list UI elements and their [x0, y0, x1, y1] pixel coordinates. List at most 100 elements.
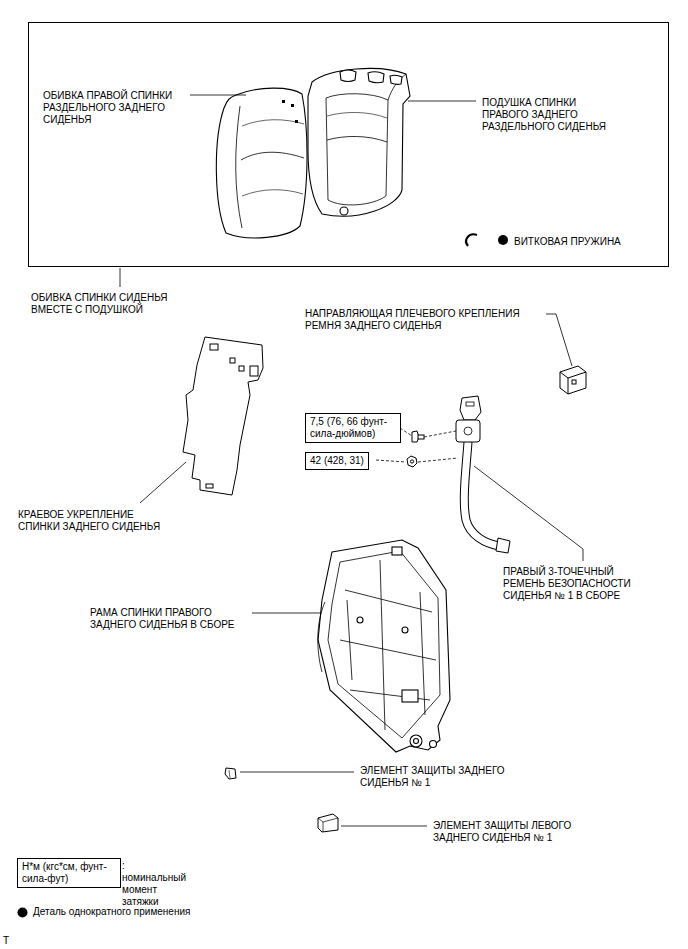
torque-box: 42 (428, 31) [305, 452, 369, 470]
seat-back-pad [308, 68, 410, 216]
seat-frame-part [414, 739, 419, 744]
seat-protector [225, 768, 338, 832]
seat-back-cover-part [295, 120, 298, 123]
seat-back-cover-part [242, 120, 304, 126]
torque-leader-part [400, 428, 412, 436]
edge-reinforcement-part [183, 337, 263, 495]
torque-leader-part [376, 460, 406, 462]
label-anchor: ЭЛЕМЕНТ ЗАЩИТЫ ЛЕВОГО ЗАДНЕГО СИДЕНЬЯ № … [433, 820, 598, 844]
torque-value: 7,5 (76, 66 фунт-сила-дюймов) [310, 416, 396, 440]
part-name: ПРАВЫЙ 3-ТОЧЕЧНЫЙ РЕМЕНЬ БЕЗОПАСНОСТИ СИ… [503, 566, 643, 602]
label-anchor: КРАЕВОЕ УКРЕПЛЕНИЕ СПИНКИ ЗАДНЕГО СИДЕНЬ… [18, 509, 174, 533]
leader-line-part [140, 462, 186, 503]
seat-back-pad-part [327, 136, 387, 142]
seat-back-pad-part [326, 94, 388, 205]
torque-value: 42 (428, 31) [310, 455, 364, 467]
leader-line-part [546, 314, 572, 366]
label-anchor: ЭЛЕМЕНТ ЗАЩИТЫ ЗАДНЕГО СИДЕНЬЯ № 1 [360, 765, 530, 789]
label-anchor: T [3, 935, 9, 947]
belt-guide-part [560, 372, 586, 394]
part-label: ОБИВКА ПРАВОЙ СПИНКИ РАЗДЕЛЬНОГО ЗАДНЕГО… [43, 90, 193, 126]
label-anchor: ПРАВЫЙ 3-ТОЧЕЧНЫЙ РЕМЕНЬ БЕЗОПАСНОСТИ СИ… [503, 566, 643, 602]
bolt-part [410, 460, 413, 463]
seat-belt-part [460, 396, 481, 420]
seat-frame-part [410, 735, 422, 747]
legend-dot-fill [18, 908, 28, 918]
hog-ring-symbol-part [466, 234, 477, 246]
seat-back-cover-part [282, 100, 285, 103]
group-label: ОБИВКА СПИНКИ СИДЕНЬЯ ВМЕСТЕ С ПОДУШКОЙ [31, 292, 181, 316]
edge-reinforcement-part [206, 484, 213, 488]
part-name: ЭЛЕМЕНТ ЗАЩИТЫ ЗАДНЕГО СИДЕНЬЯ № 1 [360, 765, 530, 789]
seat-back-pad-part [308, 68, 410, 216]
bolt-part [418, 435, 424, 439]
legend-box: Н*м (кгс*см, фунт-сила-фут) [17, 858, 121, 888]
seat-frame-part [357, 617, 363, 623]
seat-back-cover-part [216, 88, 307, 238]
seat-back-pad-part [340, 70, 356, 82]
legend-unit: Н*м (кгс*см, фунт-сила-фут) [22, 861, 116, 885]
seat-belt-part [464, 427, 472, 435]
seat-belt-part [466, 402, 474, 406]
seat-back-cover-part [236, 106, 242, 228]
legend-text: : номинальный момент затяжки [122, 860, 186, 908]
torque-leader-part [418, 458, 458, 462]
leader-line [120, 95, 583, 826]
seat-frame-part [402, 690, 418, 702]
hog-ring-symbol [466, 234, 508, 246]
edge-reinforcement-part [239, 366, 244, 371]
edge-reinforcement [183, 337, 263, 495]
edge-reinforcement-part [210, 344, 218, 350]
seat-back-cover-part [291, 104, 294, 107]
seat-frame-part [430, 741, 437, 748]
hog-ring-symbol-part [498, 235, 508, 245]
seat-back-cover-part [241, 152, 304, 160]
belt-guide [560, 366, 586, 394]
seat-frame-part [402, 627, 408, 633]
part-name: ЭЛЕМЕНТ ЗАЩИТЫ ЛЕВОГО ЗАДНЕГО СИДЕНЬЯ № … [433, 820, 598, 844]
seat-back-pad-part [368, 72, 384, 83]
part-name: КРАЕВОЕ УКРЕПЛЕНИЕ СПИНКИ ЗАДНЕГО СИДЕНЬ… [18, 509, 174, 533]
leader-line-part [120, 268, 121, 287]
leader-line-part [240, 772, 354, 773]
seat-back-pad-part [340, 207, 348, 215]
seat-belt-part [456, 420, 480, 442]
part-label: ВИТКОВАЯ ПРУЖИНА [514, 236, 621, 248]
torque-leader-part [424, 431, 456, 437]
seat-back-pad-part [388, 74, 406, 100]
seat-belt-part [496, 538, 510, 553]
edge-reinforcement-part [230, 358, 235, 363]
leader-line-part [341, 826, 427, 827]
part-name: РАМА СПИНКИ ПРАВОГО ЗАДНЕГО СИДЕНЬЯ В СБ… [90, 607, 250, 631]
part-label: ПОДУШКА СПИНКИ ПРАВОГО ЗАДНЕГО РАЗДЕЛЬНО… [482, 97, 620, 133]
leader-line-part [190, 95, 246, 96]
seat-back-cover [216, 88, 307, 238]
seat-belt-part [464, 442, 500, 546]
label-anchor: НАПРАВЛЯЮЩАЯ ПЛЕЧЕВОГО КРЕПЛЕНИЯ РЕМНЯ З… [305, 308, 545, 332]
belt-guide-part [560, 366, 586, 394]
legend-text: Деталь однократного применения [33, 906, 190, 918]
seat-belt-part [464, 442, 500, 546]
seat-protector-part [229, 770, 230, 778]
text-anchor: ВИТКОВАЯ ПРУЖИНА [514, 236, 621, 248]
seat-frame-part [340, 560, 436, 730]
edge-reinforcement-part [250, 366, 258, 376]
seat-protector-part [318, 814, 338, 832]
text-anchor: ОБИВКА СПИНКИ СИДЕНЬЯ ВМЕСТЕ С ПОДУШКОЙ [31, 292, 181, 316]
seat-belt [456, 396, 510, 553]
belt-guide-part [572, 380, 576, 384]
seat-back-pad-part [390, 75, 402, 84]
seat-back-cover-part [242, 190, 303, 196]
seat-frame-part [318, 602, 325, 672]
figure-code: T [3, 935, 9, 947]
seat-frame [318, 540, 450, 752]
label-anchor: РАМА СПИНКИ ПРАВОГО ЗАДНЕГО СИДЕНЬЯ В СБ… [90, 607, 250, 631]
leader-line-part [252, 613, 330, 614]
seat-protector-part [318, 818, 338, 832]
bolt-part [407, 456, 417, 467]
assembly-frame: ОБИВКА ПРАВОЙ СПИНКИ РАЗДЕЛЬНОГО ЗАДНЕГО… [28, 22, 669, 267]
